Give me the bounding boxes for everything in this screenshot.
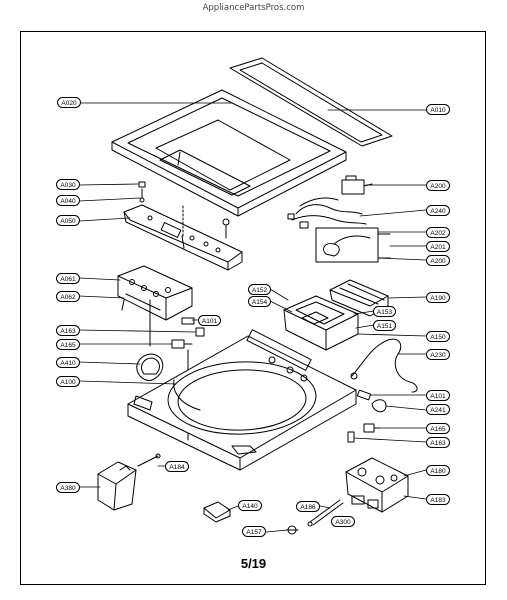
part-label-a201[interactable]: A201 [426, 241, 450, 252]
part-label-a202[interactable]: A202 [426, 227, 450, 238]
part-label-a153[interactable]: A153 [373, 306, 396, 317]
part-label-a150[interactable]: A150 [426, 331, 450, 342]
part-label-a183[interactable]: A183 [426, 494, 450, 505]
part-label-a300[interactable]: A300 [331, 516, 355, 527]
part-label-a020[interactable]: A020 [57, 97, 81, 108]
part-label-a062[interactable]: A062 [56, 291, 80, 302]
part-label-a240[interactable]: A240 [426, 205, 450, 216]
small-parts-right [347, 389, 387, 443]
leader-lines [78, 102, 427, 533]
part-label-a151[interactable]: A151 [373, 320, 396, 331]
part-label-a230[interactable]: A230 [426, 349, 450, 360]
screws [138, 181, 230, 239]
top-frame [127, 329, 357, 471]
part-label-a050[interactable]: A050 [56, 215, 80, 226]
part-label-a163-right[interactable]: A163 [426, 437, 450, 448]
part-label-a380[interactable]: A380 [56, 482, 80, 493]
detergent-dispenser [283, 295, 359, 351]
small-bracket [203, 501, 231, 523]
seal-ring [136, 353, 164, 381]
spring-shaft [137, 453, 161, 467]
mounting-bracket [97, 461, 137, 511]
part-label-a100[interactable]: A100 [56, 376, 80, 387]
part-label-a101[interactable]: A101 [198, 315, 221, 326]
part-label-a180[interactable]: A180 [426, 465, 450, 476]
diagram-frame [20, 31, 486, 585]
part-label-a010[interactable]: A010 [426, 104, 450, 115]
part-label-a154[interactable]: A154 [248, 296, 271, 307]
part-label-a165-right[interactable]: A165 [426, 423, 450, 434]
page-number: 5/19 [240, 556, 267, 571]
part-label-a030[interactable]: A030 [56, 179, 80, 190]
drain-hose [350, 338, 418, 393]
part-label-a163[interactable]: A163 [56, 325, 80, 336]
rod [307, 499, 344, 527]
wire-harness [287, 197, 367, 229]
site-watermark: AppliancePartsPros.com [202, 3, 305, 13]
part-label-a241[interactable]: A241 [426, 404, 450, 415]
part-label-a140[interactable]: A140 [238, 500, 262, 511]
part-label-a200[interactable]: A200 [426, 180, 450, 191]
part-label-a040[interactable]: A040 [56, 195, 80, 206]
rear-cover-panel [229, 57, 393, 147]
part-label-a186[interactable]: A186 [296, 501, 320, 512]
damper-assembly [329, 279, 389, 317]
sensor-bracket [315, 227, 391, 263]
top-lid [111, 89, 347, 217]
part-label-a410[interactable]: A410 [56, 357, 80, 368]
part-label-a190[interactable]: A190 [426, 292, 450, 303]
pcb-box [117, 265, 193, 347]
part-label-a184[interactable]: A184 [165, 461, 189, 472]
gear-assembly [345, 457, 409, 513]
part-label-a157[interactable]: A157 [242, 526, 266, 537]
part-label-a101-right[interactable]: A101 [426, 390, 450, 401]
part-label-a200-sensor[interactable]: A200 [426, 255, 450, 266]
part-label-a165[interactable]: A165 [56, 339, 80, 350]
part-label-a152[interactable]: A152 [248, 284, 271, 295]
part-label-a061[interactable]: A061 [56, 273, 80, 284]
